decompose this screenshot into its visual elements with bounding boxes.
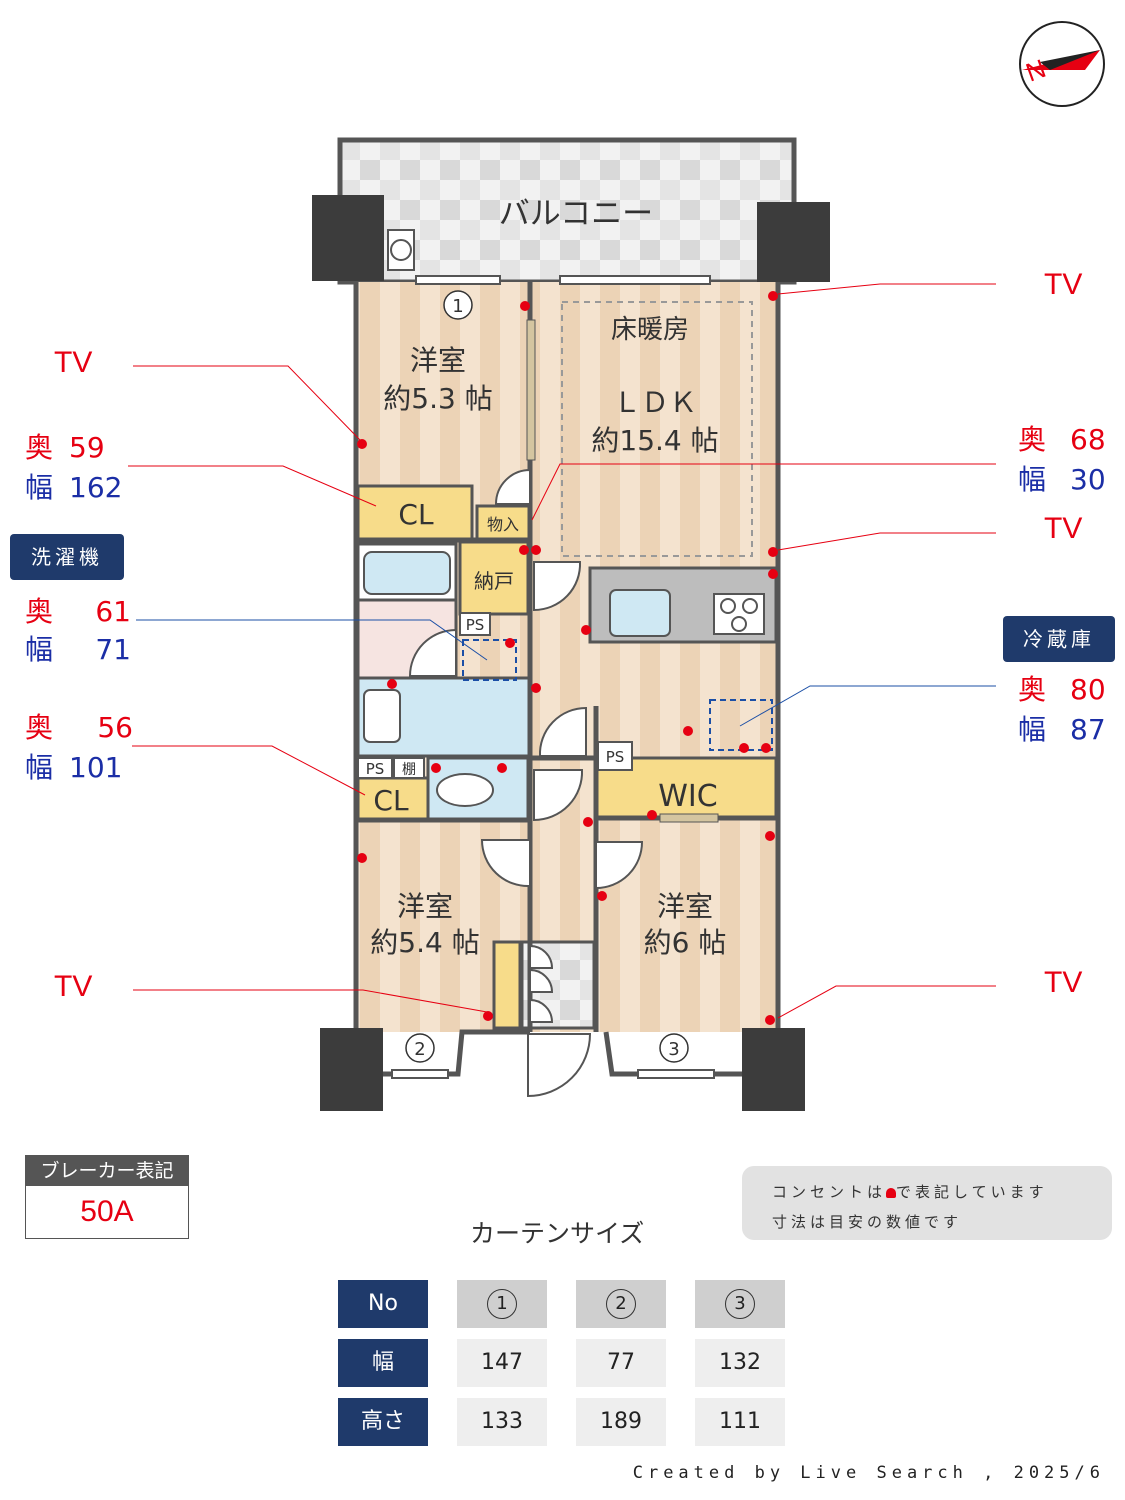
compass-icon: N xyxy=(1019,21,1105,107)
storage-label: 物入 xyxy=(487,515,519,534)
legend-note: コンセントはで表記しています 寸法は目安の数値です xyxy=(742,1166,1112,1240)
curtain-width-2: 77 xyxy=(576,1339,666,1387)
leader-lines xyxy=(128,283,996,1019)
sliding-door xyxy=(526,319,536,461)
curtain-height-3: 111 xyxy=(695,1398,785,1446)
ps-box-3 xyxy=(597,741,633,771)
window-number-1: 1 xyxy=(452,296,463,317)
wic-area xyxy=(594,756,778,820)
curtain-table-title: カーテンサイズ xyxy=(470,1219,645,1248)
curtain-height-2: 189 xyxy=(576,1398,666,1446)
washbasin-icon xyxy=(363,689,401,743)
pillar-bottom-left xyxy=(320,1028,383,1111)
window-bottom-right xyxy=(637,1069,715,1079)
window-number-3: 3 xyxy=(668,1039,679,1060)
curtain-row-label-height: 高さ xyxy=(338,1398,428,1446)
entry-closet xyxy=(492,940,522,1030)
tv-label-right-2: TV xyxy=(1044,512,1083,545)
washer-pan xyxy=(462,639,517,681)
curtain-no-3: 3 xyxy=(695,1280,785,1328)
western3-name: 洋室 xyxy=(657,890,713,923)
balcony-drain-icon xyxy=(387,229,415,271)
ldk-name: ＬＤＫ xyxy=(613,386,697,419)
tv-label-right-3: TV xyxy=(1044,966,1083,999)
western1-size: 約5.3 帖 xyxy=(383,382,492,415)
toilet-icon xyxy=(436,773,494,807)
ldk-heating-label: 床暖房 xyxy=(611,315,689,345)
note-line2: 寸法は目安の数値です xyxy=(772,1213,963,1231)
shelf-box xyxy=(393,757,425,779)
window-bottom-left xyxy=(391,1069,449,1079)
window-top-right xyxy=(559,275,711,285)
tv-label-left-2: TV xyxy=(54,970,93,1003)
ps-label-2: PS xyxy=(366,760,385,778)
sink-icon xyxy=(609,589,671,637)
window-number-circle-1 xyxy=(443,290,473,320)
curtain-no-2: 2 xyxy=(576,1280,666,1328)
ps-box-2 xyxy=(357,757,393,779)
western1-name: 洋室 xyxy=(410,344,466,377)
ps-box-1 xyxy=(459,612,491,636)
wic-sliding-door xyxy=(659,813,719,823)
floor-heating-zone xyxy=(561,301,753,557)
window-number-2: 2 xyxy=(414,1039,425,1060)
ps-label-1: PS xyxy=(466,616,485,634)
western3-size: 約6 帖 xyxy=(644,926,727,959)
window-number-circle-3 xyxy=(659,1033,689,1063)
outlet-markers xyxy=(357,291,778,1025)
tv-label-right-1: TV xyxy=(1044,268,1083,301)
window-top-left xyxy=(415,275,501,285)
cl-top-label: CL xyxy=(398,498,434,531)
shelf-label: 棚 xyxy=(402,762,416,778)
outlet-icon xyxy=(886,1188,897,1198)
curtain-no-1: 1 xyxy=(457,1280,547,1328)
note-line1-b: で表記しています xyxy=(896,1183,1048,1201)
washer-title: 洗濯機 xyxy=(10,534,124,580)
window-number-circle-2 xyxy=(405,1033,435,1063)
door-swings xyxy=(408,468,644,1098)
stove-icon xyxy=(713,593,765,635)
tv-label-left-1: TV xyxy=(54,346,93,379)
curtain-height-1: 133 xyxy=(457,1398,547,1446)
fridge-title: 冷蔵庫 xyxy=(1003,616,1115,662)
ps-label-3: PS xyxy=(606,748,625,766)
ldk-size: 約15.4 帖 xyxy=(591,424,718,457)
wic-label: WIC xyxy=(658,779,717,814)
pillar-top-right xyxy=(757,202,830,282)
breaker-value: 50A xyxy=(80,1195,134,1228)
western2-name: 洋室 xyxy=(397,890,453,923)
curtain-row-label-no: No xyxy=(338,1280,428,1328)
pillar-top-left xyxy=(312,195,384,281)
western2-size: 約5.4 帖 xyxy=(370,926,479,959)
curtain-width-3: 132 xyxy=(695,1339,785,1387)
note-line1-a: コンセントは xyxy=(772,1183,887,1201)
nando-label: 納戸 xyxy=(474,569,514,593)
pillar-bottom-right xyxy=(742,1028,805,1111)
bathtub-icon xyxy=(363,551,451,595)
breaker-box: ブレーカー表記 50A xyxy=(25,1155,189,1239)
cl-mid-label: CL xyxy=(373,784,409,817)
curtain-row-label-width: 幅 xyxy=(338,1339,428,1387)
breaker-title: ブレーカー表記 xyxy=(26,1156,188,1186)
balcony-label: バルコニー xyxy=(499,196,653,232)
credit-line: Created by Live Search , 2025/6 xyxy=(632,1463,1105,1483)
curtain-width-1: 147 xyxy=(457,1339,547,1387)
